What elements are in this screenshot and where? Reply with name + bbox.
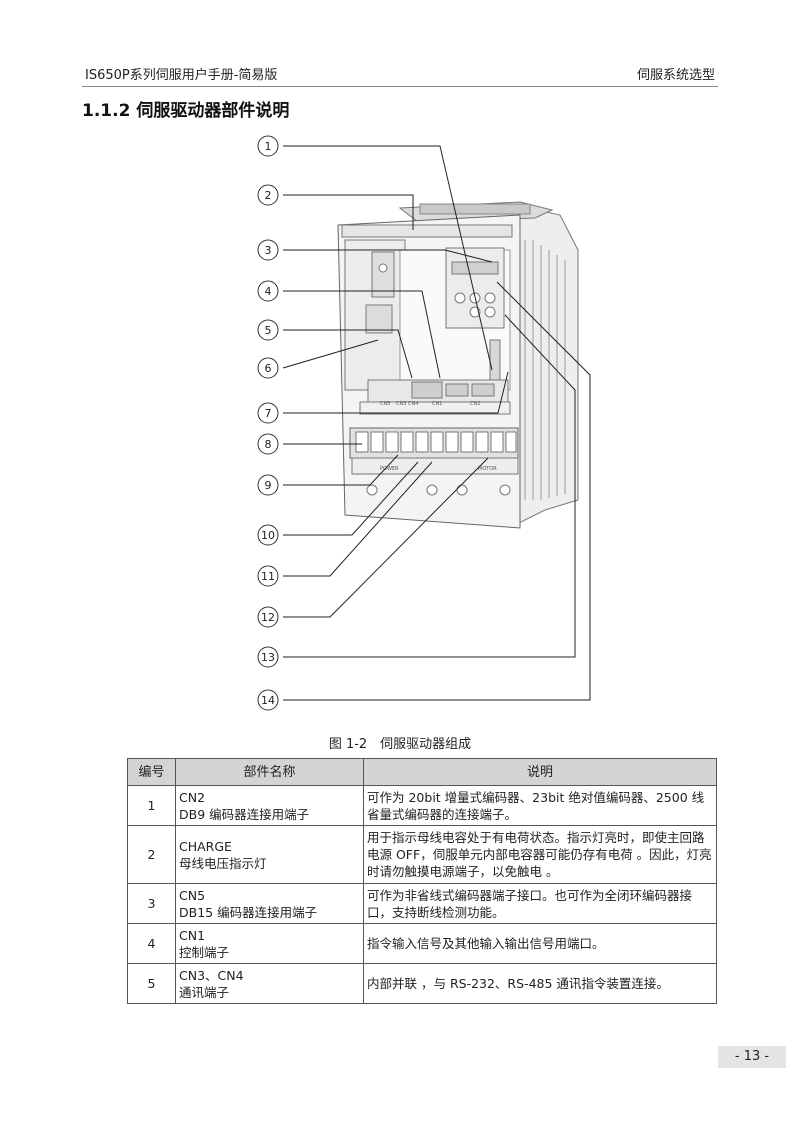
part-code: CN1 xyxy=(179,927,206,943)
row-number: 3 xyxy=(127,883,176,924)
row-number: 2 xyxy=(127,825,176,884)
cn5-label: CN5 xyxy=(380,401,390,407)
callout-label: 5 xyxy=(265,324,272,337)
part-code: CHARGE xyxy=(179,838,232,854)
callout-label: 7 xyxy=(265,407,272,420)
servo-drive-figure: POWER MOTOR CN5 CN3 CN4 CN1 CN2 12345678… xyxy=(257,135,591,711)
callout-label: 3 xyxy=(265,244,272,257)
callout-label: 8 xyxy=(265,438,272,451)
motor-label: MOTOR xyxy=(478,466,497,472)
callout-label: 13 xyxy=(261,651,275,664)
header-description: 说明 xyxy=(363,758,717,786)
cn2-label: CN2 xyxy=(470,401,480,407)
row-description: 可作为 20bit 增量式编码器、23bit 绝对值编码器、2500 线省量式编… xyxy=(363,785,717,826)
leader-lines xyxy=(282,145,591,701)
callout-11: 11 xyxy=(257,565,279,587)
row-number: 1 xyxy=(127,785,176,826)
callout-label: 9 xyxy=(265,479,272,492)
page-number: - 13 - xyxy=(718,1046,786,1068)
cn1-label: CN1 xyxy=(432,401,442,407)
callout-2: 2 xyxy=(257,184,279,206)
callout-label: 10 xyxy=(261,529,275,542)
part-code: CN5 xyxy=(179,887,206,903)
callout-10: 10 xyxy=(257,524,279,546)
callout-6: 6 xyxy=(257,357,279,379)
header-chapter-title: 伺服系统选型 xyxy=(636,68,715,83)
callout-14: 14 xyxy=(257,689,279,711)
section-title: 1.1.2 伺服驱动器部件说明 xyxy=(82,101,290,121)
callout-12: 12 xyxy=(257,606,279,628)
callout-label: 14 xyxy=(261,694,275,707)
cn3-cn4-label: CN3 CN4 xyxy=(396,401,418,407)
callout-5: 5 xyxy=(257,319,279,341)
servo-drive-illustration xyxy=(337,201,579,529)
row-description: 可作为非省线式编码器端子接口。也可作为全闭环编码器接口，支持断线检测功能。 xyxy=(363,883,717,924)
header-number: 编号 xyxy=(127,758,176,786)
callout-label: 1 xyxy=(265,140,272,153)
part-desc: 母线电压指示灯 xyxy=(179,855,267,871)
callout-9: 9 xyxy=(257,474,279,496)
part-code: CN2 xyxy=(179,789,206,805)
callout-4: 4 xyxy=(257,280,279,302)
power-label: POWER xyxy=(380,466,399,472)
callout-3: 3 xyxy=(257,239,279,261)
figure-caption: 图 1-2 伺服驱动器组成 xyxy=(328,737,472,752)
part-desc: 通讯端子 xyxy=(179,984,230,1000)
callout-label: 2 xyxy=(265,189,272,202)
row-number: 5 xyxy=(127,963,176,1004)
callout-label: 12 xyxy=(261,611,275,624)
part-code: CN3、CN4 xyxy=(179,967,244,983)
callout-label: 4 xyxy=(265,285,272,298)
table-header-row: 编号 部件名称 说明 xyxy=(127,758,717,786)
part-desc: 控制端子 xyxy=(179,944,230,960)
row-description: 内部并联 ，与 RS-232、RS-485 通讯指令装置连接。 xyxy=(363,963,717,1004)
header-divider xyxy=(82,86,718,87)
callout-13: 13 xyxy=(257,646,279,668)
part-desc: DB9 编码器连接用端子 xyxy=(179,806,310,822)
callout-1: 1 xyxy=(257,135,279,157)
row-description: 用于指示母线电容处于有电荷状态。指示灯亮时，即使主回路电源 OFF，伺服单元内部… xyxy=(363,825,717,884)
row-description: 指令输入信号及其他输入输出信号用端口。 xyxy=(363,923,717,964)
callout-label: 11 xyxy=(261,570,275,583)
part-desc: DB15 编码器连接用端子 xyxy=(179,904,318,920)
callout-8: 8 xyxy=(257,433,279,455)
header-part-name: 部件名称 xyxy=(175,758,364,786)
callout-7: 7 xyxy=(257,402,279,424)
callout-label: 6 xyxy=(265,362,272,375)
header-manual-title: IS650P系列伺服用户手册-简易版 xyxy=(85,68,278,83)
row-number: 4 xyxy=(127,923,176,964)
